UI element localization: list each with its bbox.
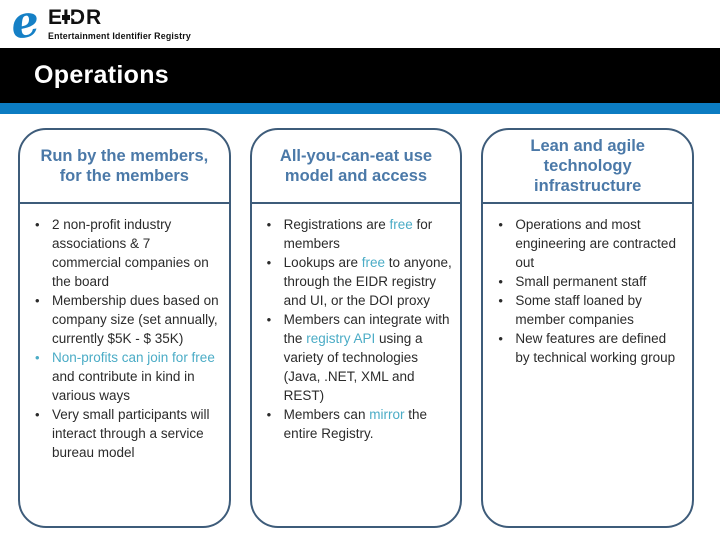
bullet-item: • Lookups are free to anyone, through the…	[264, 253, 455, 310]
bullet-item: • Membership dues based on company size (…	[32, 291, 223, 348]
card-body: • 2 non-profit industry associations & 7 …	[20, 204, 229, 468]
eidr-swirl-e-icon: e	[7, 0, 43, 50]
bullet-item: • Members can integrate with the registry…	[264, 310, 455, 405]
slide-title: Operations	[34, 61, 169, 89]
bullet-marker: •	[498, 274, 503, 289]
card-title: All-you-can-eat use model and access	[251, 130, 461, 204]
card-body: • Registrations are free for members • Look…	[252, 204, 461, 449]
bullet-item: • Small permanent staff	[495, 272, 686, 291]
bullet-text: 2 non-profit industry associations & 7 c…	[52, 217, 209, 289]
card-lean-agile: Lean and agile technology infrastructure…	[481, 128, 695, 528]
bullet-marker: •	[498, 293, 503, 308]
content-columns: Run by the members, for the members • 2 n…	[18, 128, 695, 528]
bullet-marker: •	[35, 293, 40, 308]
card-all-you-can-eat: All-you-can-eat use model and access • Re…	[249, 128, 463, 528]
bullet-text: Operations and most engineering are cont…	[515, 217, 676, 270]
slide-title-bar: Operations	[0, 48, 720, 103]
eidr-logotype: EIDR	[48, 7, 191, 28]
bullet-item: • Operations and most engineering are con…	[495, 215, 686, 272]
bullet-item: • Very small participants will interact t…	[32, 405, 223, 462]
bullet-marker: •	[266, 217, 272, 232]
bullet-marker: •	[498, 331, 503, 346]
bullet-marker: •	[266, 312, 272, 327]
bullet-text: Members can integrate with the registry …	[283, 312, 450, 403]
bullet-marker: •	[266, 255, 272, 270]
accent-strip	[0, 103, 720, 114]
eidr-logo: e EIDR Entertainment Identifier Registry	[6, 0, 191, 50]
bullet-text: Membership dues based on company size (s…	[52, 293, 219, 346]
bullet-marker: •	[35, 217, 40, 232]
bullet-text: New features are defined by technical wo…	[515, 331, 676, 365]
bullet-item: • Members can mirror the entire Registry.	[264, 405, 455, 443]
bullet-list: • Registrations are free for members • Look…	[264, 215, 455, 443]
bullet-text: Lookups are free to anyone, through the …	[283, 255, 452, 308]
bullet-marker: •	[35, 407, 40, 422]
bullet-text: Members can mirror the entire Registry.	[283, 407, 427, 441]
bullet-marker: •	[266, 407, 272, 422]
bullet-text: Small permanent staff	[515, 274, 647, 289]
card-title: Lean and agile technology infrastructure	[483, 130, 693, 204]
bullet-text: Some staff loaned by member companies	[515, 293, 642, 327]
bullet-item: • Some staff loaned by member companies	[495, 291, 686, 329]
logo-text-block: EIDR Entertainment Identifier Registry	[48, 3, 191, 41]
bullet-text: Non-profits can join for free and contri…	[52, 350, 215, 403]
bullet-marker: •	[35, 350, 40, 365]
bullet-item: • Non-profits can join for free and contr…	[32, 348, 223, 405]
bullet-item: • New features are defined by technical w…	[495, 329, 686, 367]
card-title: Run by the members, for the members	[20, 130, 229, 204]
card-body: • Operations and most engineering are con…	[483, 204, 692, 373]
bullet-text: Registrations are free for members	[283, 217, 433, 251]
logo-subtitle: Entertainment Identifier Registry	[48, 31, 191, 41]
bullet-marker: •	[498, 217, 503, 232]
bullet-text: Very small participants will interact th…	[52, 407, 210, 460]
bullet-list: • Operations and most engineering are con…	[495, 215, 686, 367]
bullet-item: • 2 non-profit industry associations & 7 …	[32, 215, 223, 291]
bullet-item: • Registrations are free for members	[264, 215, 455, 253]
bullet-list: • 2 non-profit industry associations & 7 …	[32, 215, 223, 462]
card-run-by-members: Run by the members, for the members • 2 n…	[18, 128, 231, 528]
